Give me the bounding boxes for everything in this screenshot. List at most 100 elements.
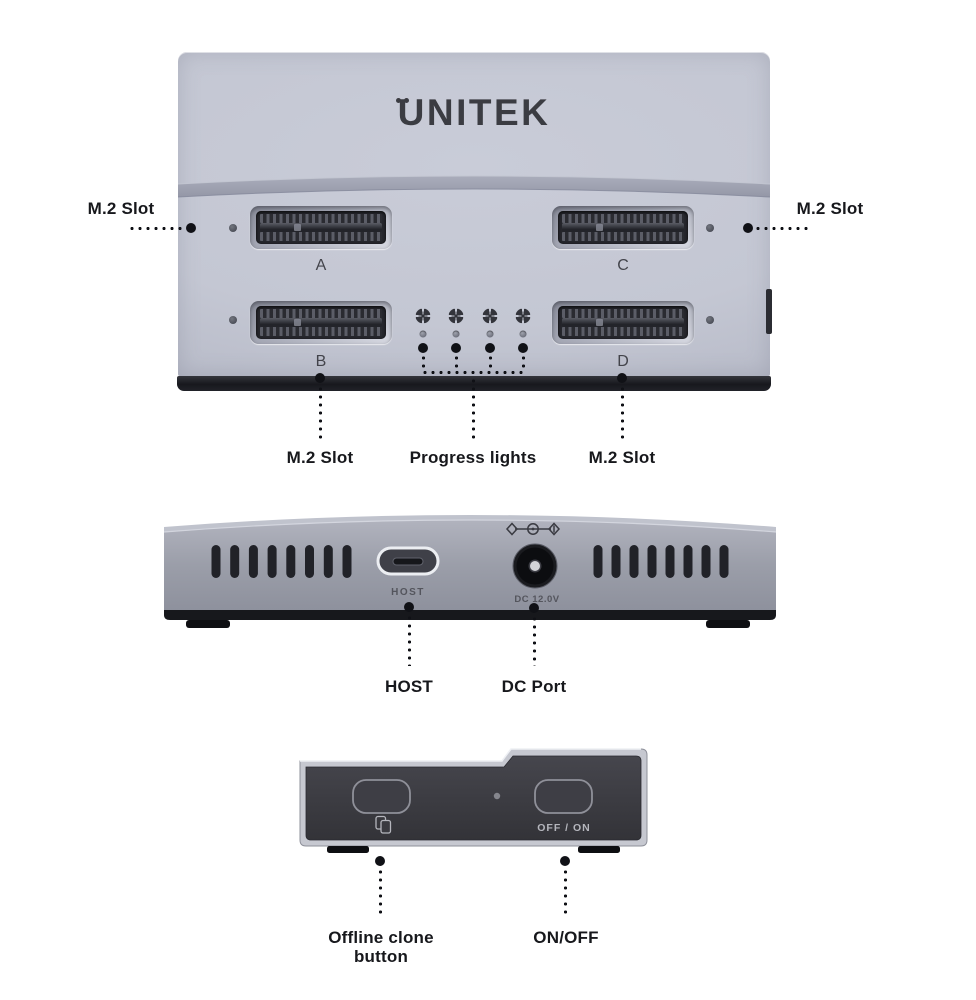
screw-hole <box>229 224 237 232</box>
leader-dot <box>529 603 539 613</box>
leader-dot <box>560 856 570 866</box>
m2-slot-c <box>552 206 694 249</box>
vent-slot <box>683 545 693 578</box>
callout-host: HOST <box>384 677 434 696</box>
led-indicator <box>519 330 527 338</box>
leader-dot <box>404 602 414 612</box>
slot-label-d: D <box>617 353 629 370</box>
m2-connector <box>256 306 386 339</box>
top-face-sliver <box>164 515 776 532</box>
dc-voltage-label: DC 12.0V <box>514 594 559 605</box>
leader-line <box>520 354 526 372</box>
leader-dot <box>485 343 495 353</box>
device-foot <box>706 620 750 628</box>
vent-slot <box>267 545 277 578</box>
leader-dot <box>451 343 461 353</box>
m2-slot-a <box>250 206 392 249</box>
vent-slot <box>719 545 729 578</box>
top-view-device: UNITEK A C B D <box>178 52 772 376</box>
callout-progress-lights: Progress lights <box>409 448 537 467</box>
off-on-label: OFF / ON <box>537 822 591 834</box>
slot-label-b: B <box>315 353 327 370</box>
device-foot <box>186 620 230 628</box>
back-view-device: OFF / ON <box>299 748 648 853</box>
vent-slot <box>211 545 221 578</box>
callout-m2-slot-bottom-left: M.2 Slot <box>286 448 354 467</box>
m2-slot-d <box>552 301 694 344</box>
status-led <box>493 792 501 800</box>
led-indicator <box>486 330 494 338</box>
slot-label-a: A <box>315 257 327 274</box>
front-face <box>164 520 776 610</box>
side-port <box>766 289 772 334</box>
slot-label-c: C <box>617 257 629 274</box>
m2-connector <box>256 211 386 244</box>
device-foot <box>327 846 369 853</box>
callout-dc-port: DC Port <box>501 677 567 696</box>
host-port-label: HOST <box>391 587 425 598</box>
leader-line <box>128 226 184 231</box>
leader-line <box>317 385 323 440</box>
leader-line <box>487 354 493 372</box>
progress-light-icon <box>448 308 464 324</box>
vent-slot <box>593 545 603 578</box>
leader-line <box>453 354 459 372</box>
vent-slot <box>230 545 240 578</box>
leader-line <box>619 385 625 440</box>
m2-slot-b <box>250 301 392 344</box>
leader-dot <box>518 343 528 353</box>
m2-connector <box>558 306 688 339</box>
vent-slot <box>342 545 352 578</box>
leader-line <box>406 614 412 666</box>
leader-dot <box>743 223 753 233</box>
progress-light-icon <box>515 308 531 324</box>
progress-light-icon <box>415 308 431 324</box>
m2-connector <box>558 211 688 244</box>
vent-slot <box>323 545 333 578</box>
leader-dot <box>375 856 385 866</box>
clone-icon <box>375 815 392 834</box>
leader-dot <box>617 373 627 383</box>
device-foot <box>578 846 620 853</box>
vent-slot <box>248 545 258 578</box>
callout-m2-slot-bottom-right: M.2 Slot <box>588 448 656 467</box>
unitek-logo: UNITEK <box>397 92 551 133</box>
base-edge <box>164 610 776 620</box>
logo-umlaut-dot <box>404 98 409 103</box>
leader-line <box>470 377 476 441</box>
vent-group-right <box>593 545 729 578</box>
leader-line <box>562 868 568 916</box>
logo-umlaut-dot <box>396 98 401 103</box>
callout-m2-slot-top-right: M.2 Slot <box>796 199 864 218</box>
leader-line <box>531 615 537 666</box>
vent-slot <box>286 545 296 578</box>
leader-dot <box>315 373 325 383</box>
back-panel <box>305 755 642 841</box>
vent-slot <box>665 545 675 578</box>
led-indicator <box>419 330 427 338</box>
vent-group-left <box>211 545 352 578</box>
vent-slot <box>611 545 621 578</box>
leader-line <box>377 868 383 916</box>
dc-polarity-icon <box>505 522 561 536</box>
leader-dot <box>186 223 196 233</box>
screw-hole <box>229 316 237 324</box>
clone-button <box>352 779 411 814</box>
front-view-device: HOST DC 12.0V <box>163 515 777 628</box>
vent-slot <box>701 545 711 578</box>
screw-hole <box>706 224 714 232</box>
screw-hole <box>706 316 714 324</box>
vent-slot <box>647 545 657 578</box>
leader-line <box>421 370 525 375</box>
leader-dot <box>418 343 428 353</box>
callout-offline-clone-line1: Offline clone <box>328 928 434 947</box>
callout-offline-clone-line2: button <box>353 947 409 966</box>
leader-line <box>420 354 426 372</box>
vent-slot <box>629 545 639 578</box>
usb-c-port <box>376 546 440 576</box>
lid-seam-band <box>178 175 770 198</box>
leader-line <box>754 226 810 231</box>
callout-m2-slot-top-left: M.2 Slot <box>87 199 155 218</box>
led-indicator <box>452 330 460 338</box>
